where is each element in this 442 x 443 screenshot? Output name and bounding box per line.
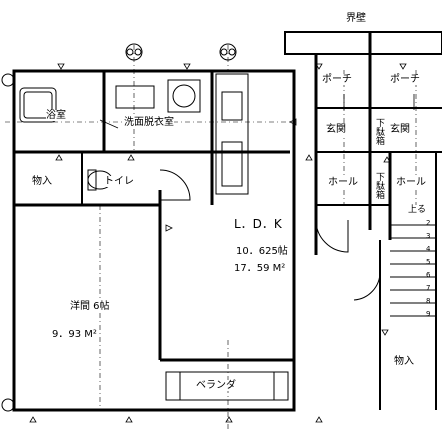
storage-2-label: 物入 (394, 356, 414, 367)
porch-2-label: ポーチ (390, 74, 420, 85)
stair-number: 7 (426, 284, 431, 292)
toilet-label: トイレ (104, 176, 134, 187)
stair-up-label: 上る (408, 205, 427, 216)
bath-label: 浴室 (46, 110, 66, 121)
stair-number: 5 (426, 258, 431, 266)
washer (167, 79, 201, 113)
storage-label: 物入 (32, 176, 52, 187)
ldk-title: L．D．K (234, 217, 282, 231)
washbasin (115, 85, 155, 109)
stair-number: 8 (426, 297, 431, 305)
door-swing (159, 169, 191, 201)
stair-treads (390, 224, 436, 317)
getabako-1-label: 下駄箱 (374, 118, 384, 145)
stair-number: 2 (426, 219, 431, 227)
ldk-tatami: 10．625帖 (236, 246, 288, 257)
washroom-label: 洗面脱衣室 (124, 117, 174, 128)
veranda-rail (165, 371, 289, 401)
partition-wall-label: 界壁 (346, 13, 366, 24)
stair-number: 4 (426, 245, 431, 253)
porch-1-label: ポーチ (322, 74, 352, 85)
genkan-1-label: 玄関 (326, 124, 346, 135)
kitchen-counter (215, 73, 249, 195)
ldk-area: 17．59 M² (234, 263, 286, 274)
stair-number: 9 (426, 310, 431, 318)
genkan-2-label: 玄関 (390, 124, 410, 135)
stair-number: 3 (426, 232, 431, 240)
veranda-label: ベランダ (196, 380, 236, 391)
western-room-label: 洋間 6帖 (70, 301, 110, 312)
exterior-wall (12, 69, 296, 412)
western-area: 9．93 M² (52, 329, 97, 340)
porch-block (284, 31, 442, 55)
hall-2-label: ホール (396, 177, 426, 188)
stair-number: 6 (426, 271, 431, 279)
hall-1-label: ホール (328, 177, 358, 188)
getabako-2-label: 下駄箱 (374, 172, 384, 199)
